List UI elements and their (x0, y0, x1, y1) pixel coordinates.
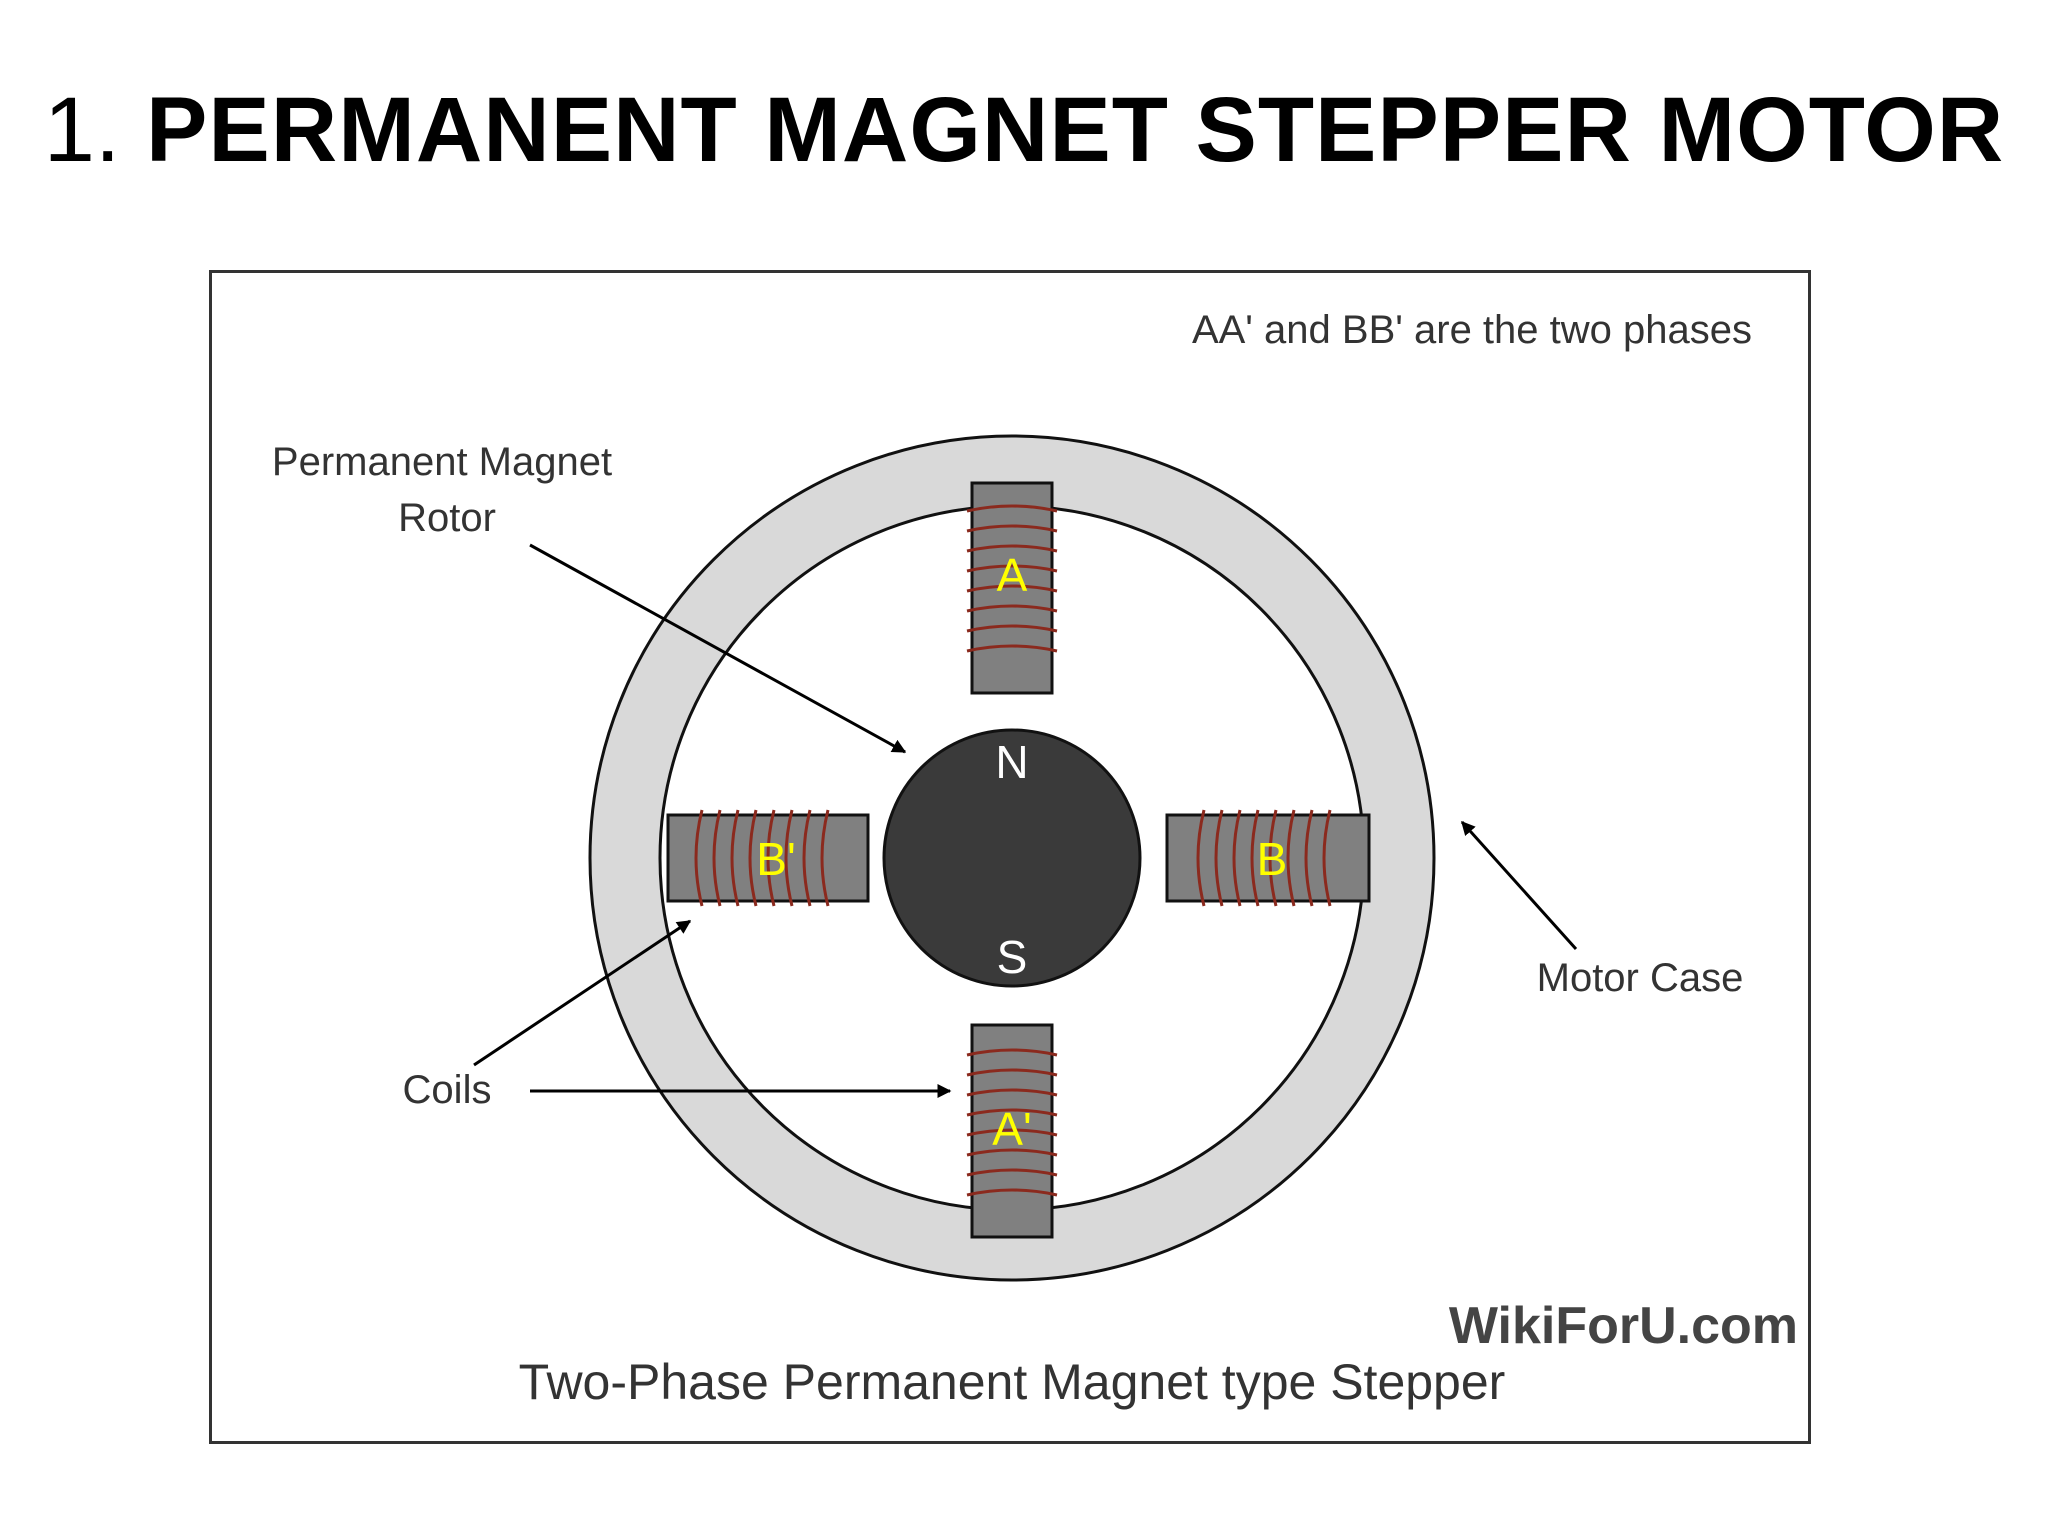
pole-label-b-prime: B' (756, 833, 795, 885)
pole-label-a: A (997, 549, 1028, 601)
coil-b-right (1196, 809, 1332, 907)
motor-diagram-frame: A A' (209, 270, 1811, 1444)
slide-title-text: PERMANENT MAGNET STEPPER MOTOR (146, 79, 2005, 181)
diagram-caption: Two-Phase Permanent Magnet type Stepper (519, 1354, 1506, 1410)
pole-a-top: A (966, 481, 1058, 695)
coils-label: Coils (403, 1068, 492, 1112)
pole-b-right: B (1165, 809, 1371, 907)
rotor-label-arrow (529, 543, 907, 754)
coil-a-bottom (966, 1048, 1058, 1197)
pole-label-a-prime: A' (992, 1103, 1031, 1155)
motor-case-label: Motor Case (1537, 956, 1744, 1000)
pole-b-left: B' (666, 809, 870, 907)
coils-arrow-left-pole (473, 919, 692, 1067)
slide-title: 1. PERMANENT MAGNET STEPPER MOTOR (0, 80, 2048, 180)
pole-label-b: B (1257, 833, 1288, 885)
slide-title-number: 1. (43, 79, 121, 181)
rotor-label-line1: Permanent Magnet (272, 440, 612, 484)
phases-note: AA' and BB' are the two phases (1192, 308, 1752, 352)
pole-a-bottom: A' (966, 1023, 1058, 1239)
rotor (882, 728, 1142, 988)
coil-a-top (966, 504, 1058, 653)
coil-b-left (694, 809, 830, 907)
watermark: WikiForU.com (1449, 1297, 1798, 1355)
rotor-south-label: S (997, 931, 1028, 983)
rotor-label-line2: Rotor (398, 496, 496, 540)
rotor-north-label: N (995, 736, 1028, 788)
motor-diagram: A A' (272, 308, 1798, 1410)
motor-case-arrow (1460, 820, 1578, 951)
